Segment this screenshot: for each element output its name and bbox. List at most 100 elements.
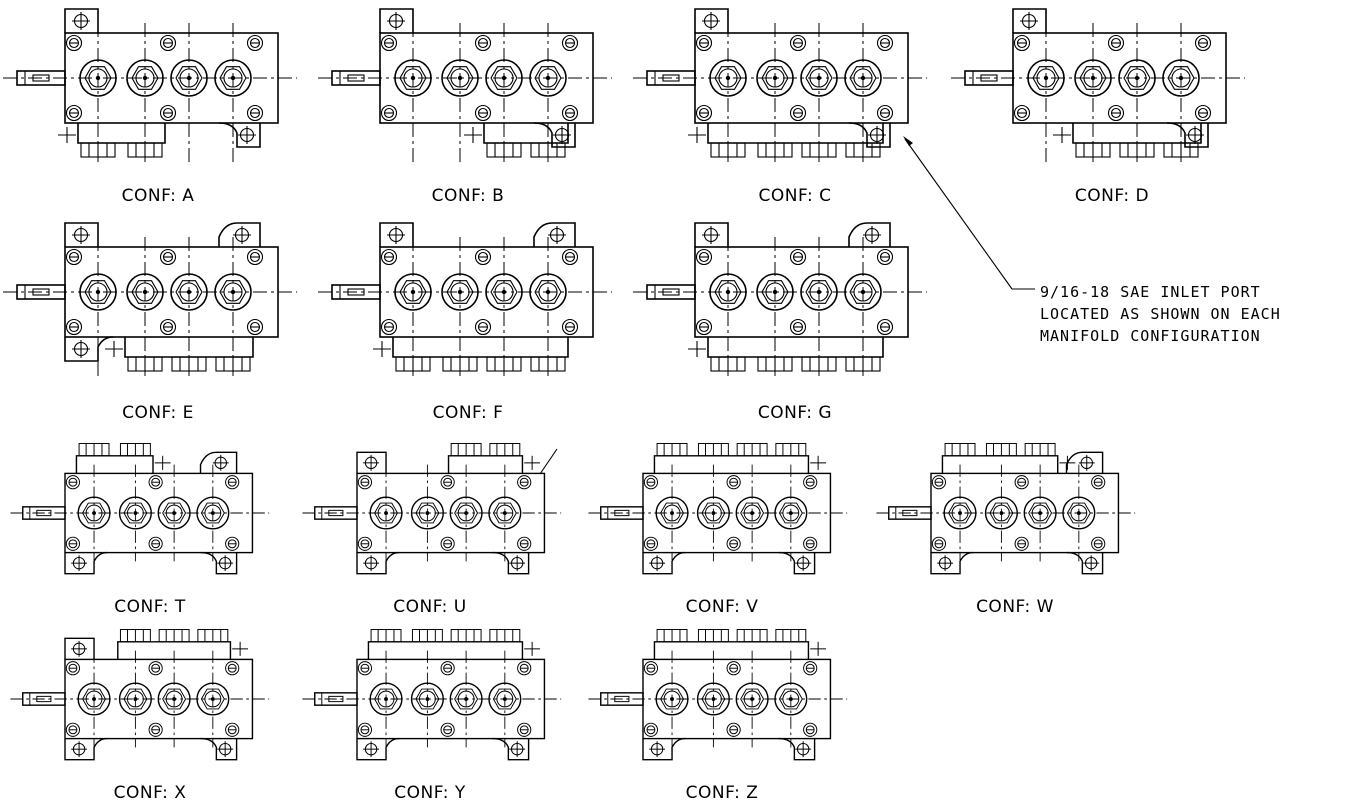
bolt	[159, 318, 177, 336]
mount-boss	[694, 222, 729, 247]
outlet-center	[725, 75, 731, 81]
outlet-inner	[88, 282, 108, 302]
inlet-manifold	[392, 337, 569, 358]
bolt	[876, 318, 894, 336]
outlet-center	[464, 697, 469, 701]
bolt	[726, 661, 741, 676]
outlet-hex	[805, 280, 833, 304]
outlet-inner	[126, 690, 144, 708]
bolt	[1107, 34, 1125, 52]
outlet-center	[788, 697, 793, 701]
outlet-center	[958, 511, 962, 515]
outlet-center	[384, 697, 388, 701]
outlet-port	[488, 682, 522, 716]
outlet-inner	[165, 504, 183, 522]
outlet-inner	[1171, 68, 1191, 88]
inlet-manifold	[653, 455, 810, 474]
outlet-hex	[660, 688, 685, 710]
outlet-hex	[1167, 66, 1195, 90]
outlet-center	[457, 289, 463, 295]
outlet-inner	[165, 690, 183, 708]
bolt	[357, 536, 373, 551]
outlet-port	[984, 496, 1018, 530]
outlet-inner	[718, 68, 738, 88]
outlet-hex	[714, 280, 742, 304]
mount-boss	[199, 451, 238, 474]
outlet-hex	[131, 66, 159, 90]
outlet-center	[384, 511, 388, 515]
outlet-hex	[492, 688, 517, 710]
outlet-port	[441, 59, 479, 97]
mount-boss	[642, 551, 686, 575]
outlet-center	[92, 697, 96, 701]
mount-boss	[533, 222, 576, 247]
outlet-hex	[374, 502, 399, 524]
outlet-inner	[743, 690, 761, 708]
outlet-center	[464, 511, 469, 515]
outlet-inner	[1127, 68, 1147, 88]
outlet-center	[142, 75, 148, 81]
outlet-port	[774, 496, 808, 530]
outlet-port	[394, 273, 432, 311]
bolt-inner	[1093, 477, 1103, 487]
outlet-hex	[701, 502, 726, 524]
configuration-a	[3, 8, 297, 163]
outlet-center	[1043, 75, 1049, 81]
outlet-inner	[450, 282, 470, 302]
outlet-center	[172, 697, 177, 701]
outlet-port	[709, 273, 747, 311]
bolt	[803, 475, 818, 490]
bolt-inner	[151, 539, 161, 549]
bolt	[726, 536, 741, 551]
leader-line	[904, 138, 1013, 290]
bolt	[246, 34, 264, 52]
bolt	[789, 318, 807, 336]
outlet-inner	[85, 504, 103, 522]
outlet-port	[118, 496, 152, 530]
mount-boss	[848, 222, 891, 247]
mount-boss	[64, 551, 108, 575]
outlet-center	[133, 511, 138, 515]
bolt	[225, 722, 240, 737]
outlet-center	[230, 75, 236, 81]
outlet-hex	[162, 502, 187, 524]
bolt	[440, 661, 455, 676]
outlet-port	[126, 59, 164, 97]
bolt	[474, 248, 492, 266]
outlet-center	[1178, 75, 1184, 81]
outlet-port	[79, 273, 117, 311]
outlet-hex	[778, 688, 803, 710]
outlet-center	[172, 511, 177, 515]
outlet-inner	[494, 68, 514, 88]
inlet-manifold	[653, 641, 810, 660]
outlet-hex	[534, 280, 562, 304]
bolt-inner	[1093, 539, 1103, 549]
outlet-center	[545, 289, 551, 295]
configuration-label: CONF: W	[976, 597, 1054, 617]
outlet-inner	[403, 282, 423, 302]
outlet-hex	[175, 66, 203, 90]
outlet-hex	[778, 502, 803, 524]
outlet-inner	[853, 68, 873, 88]
outlet-hex	[84, 66, 112, 90]
configuration-d	[951, 8, 1245, 163]
outlet-hex	[82, 688, 107, 710]
configuration-label: CONF: D	[1075, 186, 1149, 206]
outlet-center	[425, 511, 430, 515]
bolt-inner	[443, 663, 453, 673]
bolt-inner	[360, 725, 370, 735]
bolt	[803, 536, 818, 551]
bolt	[440, 722, 455, 737]
outlet-port	[196, 496, 230, 530]
note-line-3: MANIFOLD CONFIGURATION	[1040, 327, 1261, 345]
bolt	[931, 536, 947, 551]
bolt-inner	[360, 539, 370, 549]
outlet-center	[92, 511, 96, 515]
outlet-hex	[175, 280, 203, 304]
outlet-port	[170, 59, 208, 97]
outlet-hex	[84, 280, 112, 304]
mount-boss	[64, 336, 114, 362]
outlet-center	[1134, 75, 1140, 81]
bolt	[726, 475, 741, 490]
outlet-port	[214, 59, 252, 97]
